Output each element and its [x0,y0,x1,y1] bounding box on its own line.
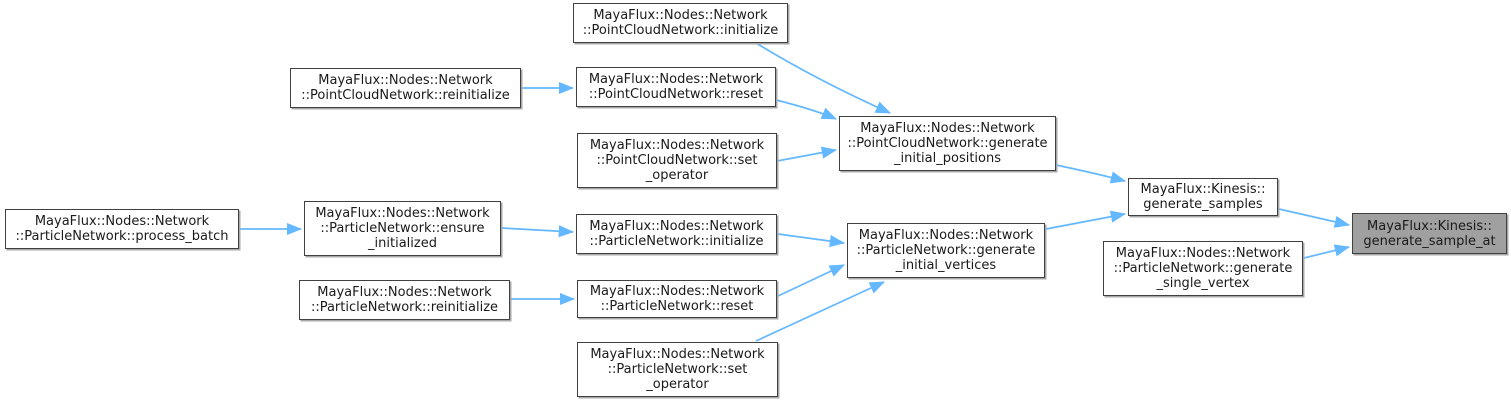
node-particlenetwork-reset[interactable]: MayaFlux::Nodes::Network ::ParticleNetwo… [577,280,777,318]
node-particlenetwork-reinitialize[interactable]: MayaFlux::Nodes::Network ::ParticleNetwo… [299,280,510,320]
edge-ensure-initialized-to-pn-initialize [501,225,575,238]
edge-pcn-initialize-to-generate-initial-positions [755,42,891,114]
node-particlenetwork-generate-initial-vertices[interactable]: MayaFlux::Nodes::Network ::ParticleNetwo… [847,223,1045,278]
edge-generate-samples-to-generate-sample-at [1278,208,1351,228]
edge-pn-set-operator-to-generate-initial-vertices [755,281,885,342]
node-pointcloudnetwork-reset[interactable]: MayaFlux::Nodes::Network ::PointCloudNet… [576,67,776,107]
node-kinesis-generate-sample-at[interactable]: MayaFlux::Kinesis:: generate_sample_at [1352,213,1507,254]
edge-generate-single-vertex-to-generate-sample-at [1303,244,1351,259]
node-particlenetwork-process-batch[interactable]: MayaFlux::Nodes::Network ::ParticleNetwo… [5,209,239,249]
node-pointcloudnetwork-reinitialize[interactable]: MayaFlux::Nodes::Network ::PointCloudNet… [290,68,521,108]
node-pointcloudnetwork-set-operator[interactable]: MayaFlux::Nodes::Network ::PointCloudNet… [577,133,777,188]
node-kinesis-generate-samples[interactable]: MayaFlux::Kinesis:: generate_samples [1128,178,1278,216]
edge-pcn-reset-to-generate-initial-positions [775,99,837,120]
node-particlenetwork-set-operator[interactable]: MayaFlux::Nodes::Network ::ParticleNetwo… [577,342,778,397]
edge-pn-reset-to-generate-initial-vertices [777,264,845,297]
node-particlenetwork-initialize[interactable]: MayaFlux::Nodes::Network ::ParticleNetwo… [576,214,777,254]
edge-generate-initial-positions-to-generate-samples [1055,164,1127,184]
node-pointcloudnetwork-generate-initial-positions[interactable]: MayaFlux::Nodes::Network ::PointCloudNet… [839,116,1056,171]
edge-pcn-set-operator-to-generate-initial-positions [776,146,838,162]
node-particlenetwork-generate-single-vertex[interactable]: MayaFlux::Nodes::Network ::ParticleNetwo… [1103,241,1303,296]
edge-generate-initial-vertices-to-generate-samples [1045,210,1127,230]
node-pointcloudnetwork-initialize[interactable]: MayaFlux::Nodes::Network ::PointCloudNet… [573,3,788,43]
edge-pn-initialize-to-generate-initial-vertices [777,233,846,248]
node-particlenetwork-ensure-initialized[interactable]: MayaFlux::Nodes::Network ::ParticleNetwo… [304,201,501,256]
